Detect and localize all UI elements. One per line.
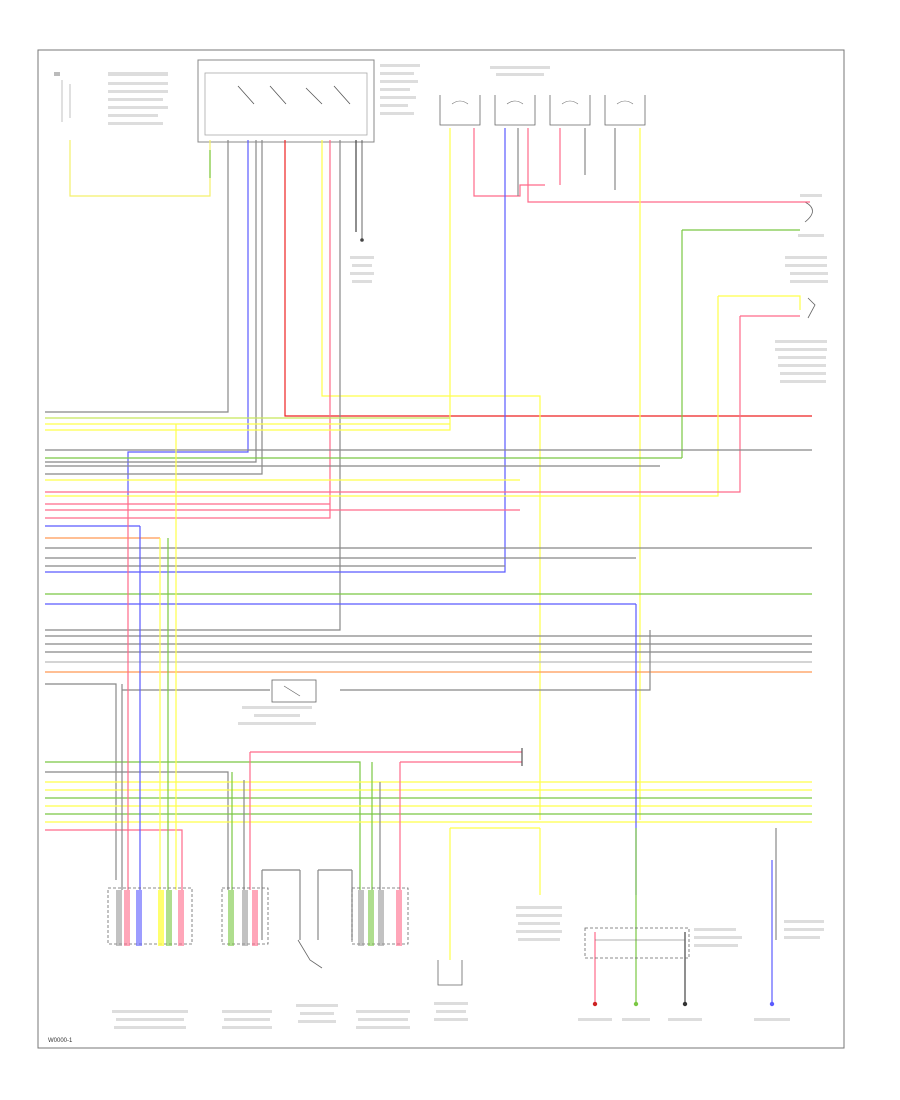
fuel-injectors xyxy=(439,66,646,126)
bottom-connectors xyxy=(107,887,775,1007)
diagram-border xyxy=(37,49,845,1049)
ground-point-top xyxy=(350,140,374,283)
power-distribution-block xyxy=(54,72,168,125)
footer-code: W0000-1 xyxy=(48,1038,73,1044)
lower-bus-lines xyxy=(45,748,812,890)
right-side-sensors xyxy=(775,194,828,383)
top-wire-harness xyxy=(45,140,812,820)
control-relay-box xyxy=(197,59,420,143)
bottom-caption-blocks xyxy=(112,906,824,1029)
main-bus-lines xyxy=(45,417,812,880)
right-feed-wires xyxy=(45,229,801,497)
injector-wiring xyxy=(45,128,810,820)
mid-relay xyxy=(238,679,317,725)
vertical-drops xyxy=(121,424,777,982)
